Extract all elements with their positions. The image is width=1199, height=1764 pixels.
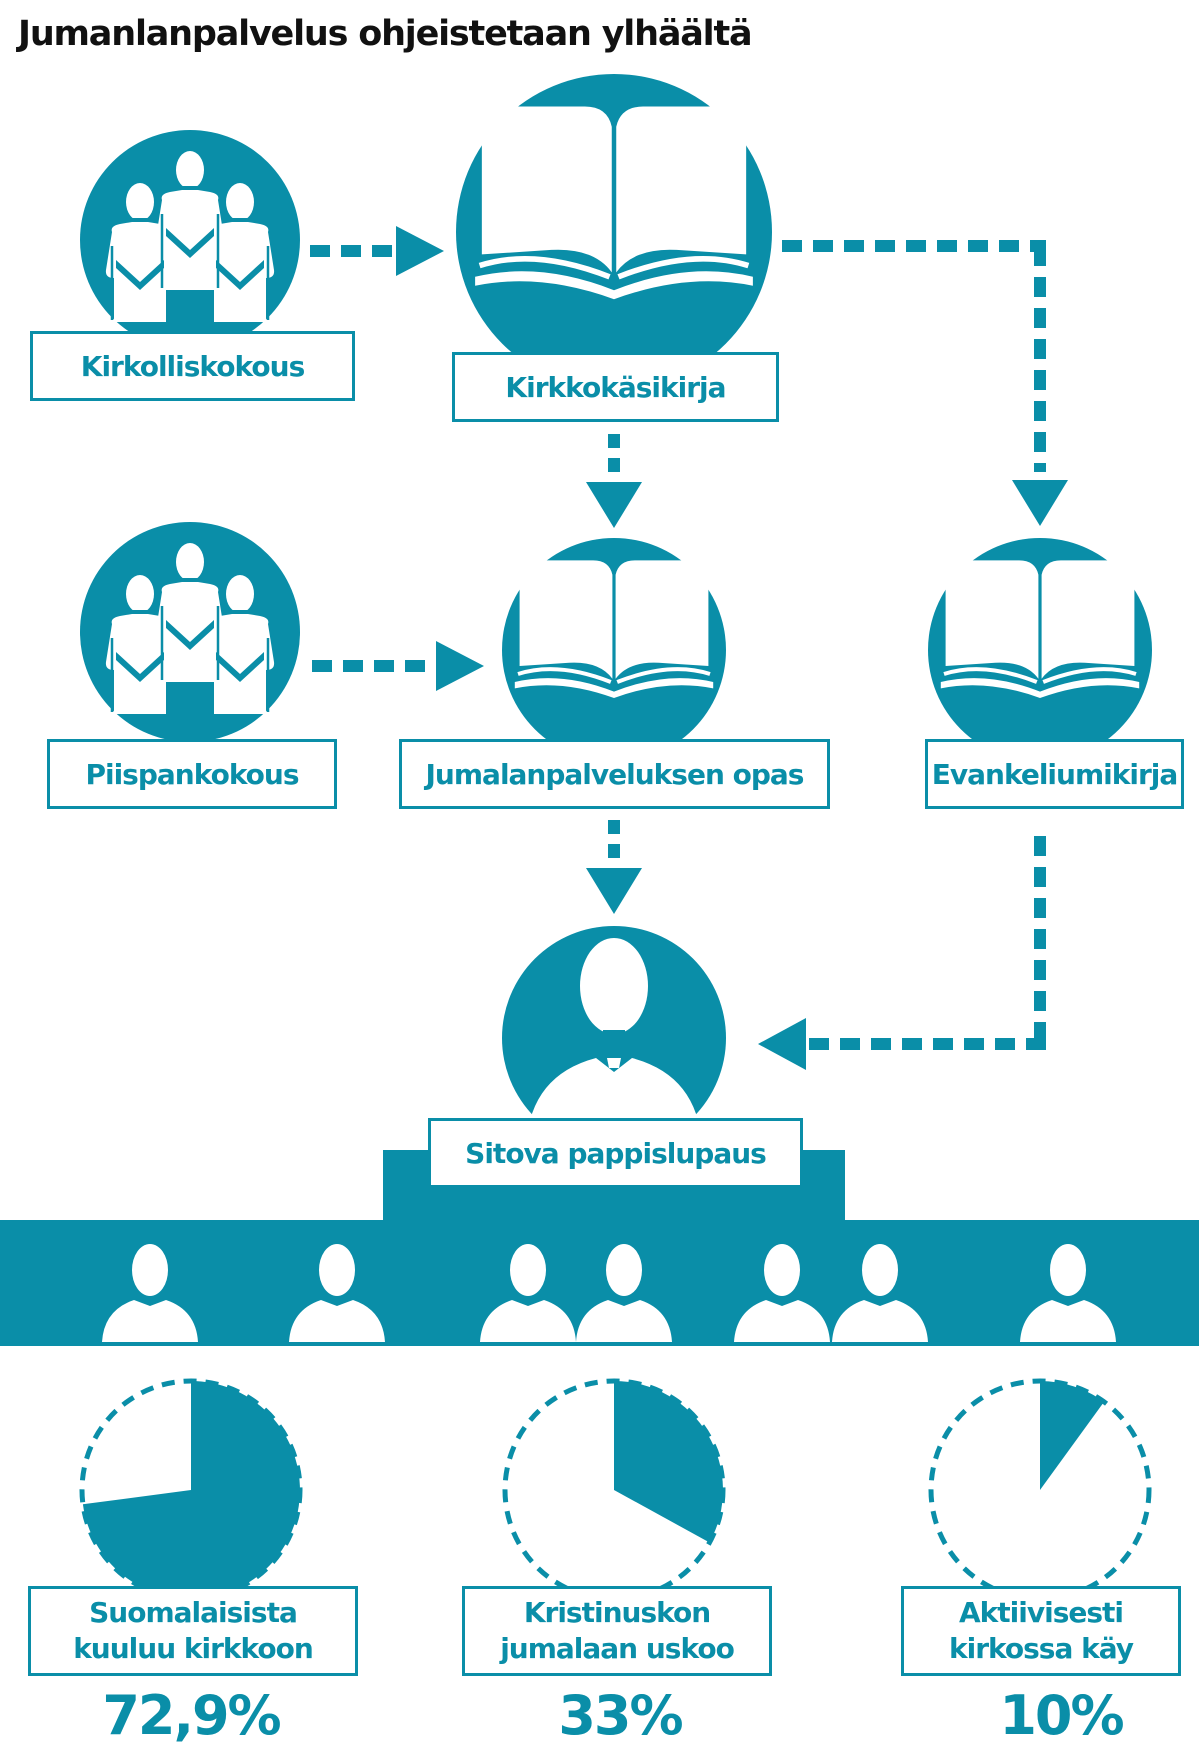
- stat-label-line: Aktiivisesti: [958, 1596, 1124, 1629]
- page-title: Jumanlanpalvelus ohjeistetaan ylhäältä: [18, 14, 753, 54]
- stat-label-line: kuuluu kirkkoon: [73, 1632, 314, 1665]
- arrow-piispankokous-to-opas: [312, 641, 484, 691]
- stat-label-line: kirkossa käy: [948, 1632, 1134, 1665]
- arrow-kirkkokasikirja-to-evankeliumikirja: [782, 240, 1068, 526]
- pappislupaus-icon: [502, 926, 726, 1150]
- pie-slice-belief: [614, 1381, 723, 1543]
- evankeliumikirja-label: Evankeliumikirja: [925, 739, 1184, 809]
- evankeliumikirja-icon: [928, 538, 1152, 762]
- stat-label-membership: Suomalaisista kuuluu kirkkoon: [28, 1586, 358, 1676]
- kirkkokasikirja-label: Kirkkokäsikirja: [452, 352, 779, 422]
- stat-value-belief: 33%: [558, 1684, 683, 1747]
- stat-label-belief: Kristinuskon jumalaan uskoo: [462, 1586, 772, 1676]
- kirkkokasikirja-icon: [456, 74, 772, 390]
- arrow-kirkkokasikirja-to-opas: [586, 434, 642, 528]
- stat-value-attendance: 10%: [999, 1684, 1124, 1747]
- arrow-opas-to-pappislupaus: [586, 820, 642, 914]
- stat-label-line: Kristinuskon: [523, 1596, 711, 1629]
- kirkolliskokous-label: Kirkolliskokous: [30, 331, 355, 401]
- piispankokous-label: Piispankokous: [47, 739, 337, 809]
- stat-label-line: jumalaan uskoo: [500, 1632, 735, 1665]
- stat-label-line: Suomalaisista: [89, 1596, 298, 1629]
- opas-icon: [502, 538, 726, 762]
- opas-label: Jumalanpalveluksen opas: [399, 739, 830, 809]
- kirkolliskokous-icon: [80, 130, 300, 350]
- stat-pies: [79, 1378, 1152, 1602]
- pie-slice-membership: [82, 1381, 300, 1599]
- stat-value-membership: 72,9%: [102, 1684, 281, 1747]
- stat-label-attendance: Aktiivisesti kirkossa käy: [901, 1586, 1181, 1676]
- piispankokous-icon: [80, 522, 300, 742]
- pie-slice-attendance: [1040, 1381, 1105, 1490]
- arrow-kirkolliskokous-to-kirkkokasikirja: [310, 226, 444, 276]
- pappislupaus-label: Sitova pappislupaus: [428, 1118, 803, 1188]
- arrow-evankeliumikirja-to-pappislupaus: [758, 836, 1046, 1070]
